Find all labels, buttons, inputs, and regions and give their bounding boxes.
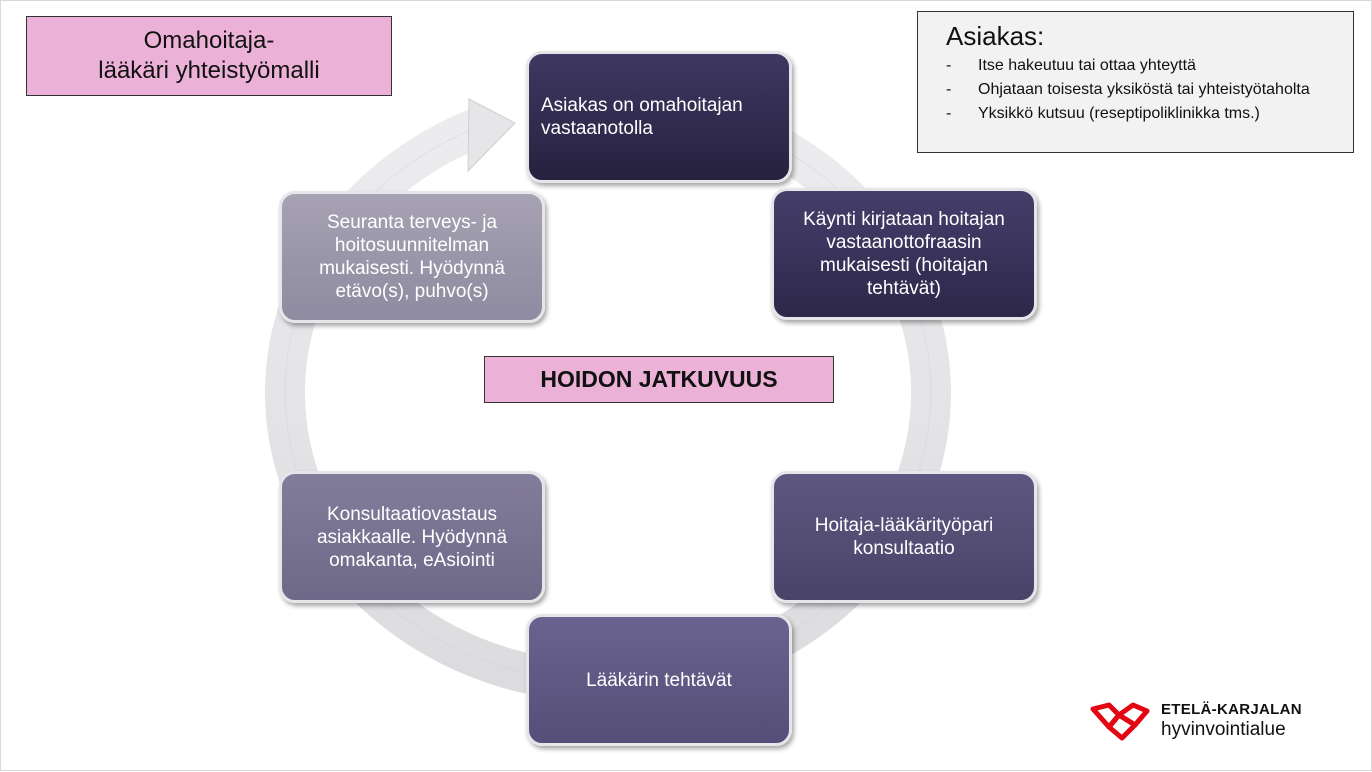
logo-text-subtitle: hyvinvointialue bbox=[1161, 719, 1286, 740]
client-info-item: Itse hakeutuu tai ottaa yhteyttä bbox=[946, 54, 1341, 78]
step-doctor-tasks: Lääkärin tehtävät bbox=[526, 614, 792, 746]
step-follow-up: Seuranta terveys- ja hoitosuunnitelman m… bbox=[279, 191, 545, 323]
client-info-item: Ohjataan toisesta yksiköstä tai yhteisty… bbox=[946, 78, 1341, 102]
slide-title: Omahoitaja- lääkäri yhteistyömalli bbox=[26, 16, 392, 96]
client-info-heading: Asiakas: bbox=[946, 21, 1045, 51]
title-line-2: lääkäri yhteistyömalli bbox=[98, 57, 320, 84]
center-label: HOIDON JATKUVUUS bbox=[484, 356, 834, 403]
client-info-box: Asiakas: Itse hakeutuu tai ottaa yhteytt… bbox=[917, 11, 1354, 153]
step-documentation: Käynti kirjataan hoitajan vastaanottofra… bbox=[771, 188, 1037, 320]
cycle-arrowhead-icon bbox=[467, 98, 516, 173]
logo-text-region: ETELÄ-KARJALAN bbox=[1161, 701, 1302, 718]
organization-logo: ETELÄ-KARJALAN hyvinvointialue bbox=[1089, 698, 1309, 744]
title-line-1: Omahoitaja- bbox=[143, 27, 275, 54]
client-info-list: Itse hakeutuu tai ottaa yhteyttä Ohjataa… bbox=[946, 54, 1341, 126]
client-info-item: Yksikkö kutsuu (reseptipoliklinikka tms.… bbox=[946, 102, 1341, 126]
step-reception: Asiakas on omahoitajan vastaanotolla bbox=[526, 51, 792, 183]
step-consultation: Hoitaja-lääkärityöpari konsultaatio bbox=[771, 471, 1037, 603]
step-consultation-response: Konsultaatiovastaus asiakkaalle. Hyödynn… bbox=[279, 471, 545, 603]
logo-mark-icon bbox=[1090, 702, 1150, 741]
